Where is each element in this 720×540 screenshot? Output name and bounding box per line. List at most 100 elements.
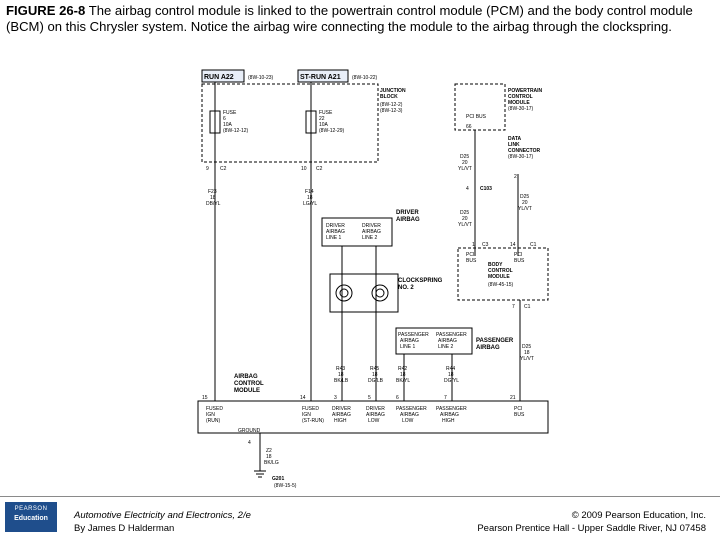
run-a22-label: RUN A22 xyxy=(204,74,234,81)
acm-driver-high-1: DRIVER xyxy=(332,406,351,412)
sw-ref-2: (8W-10-22) xyxy=(352,75,378,81)
g201-ref: (8W-15-5) xyxy=(274,483,297,489)
acm-pci-1: PCI xyxy=(514,406,522,412)
wire-d25-c-color: YL/VT xyxy=(518,206,532,212)
wire-f14-gauge: 18 xyxy=(307,195,313,201)
pcm-line1: POWERTRAIN xyxy=(508,88,543,94)
figure-caption: FIGURE 26-8 The airbag control module is… xyxy=(6,3,714,35)
r43-gauge: 18 xyxy=(338,372,344,378)
footer-divider xyxy=(0,496,720,497)
driver-line2-b: AIRBAG xyxy=(362,229,381,235)
passenger-airbag-line2: AIRBAG xyxy=(476,345,500,351)
wiring-diagram: RUN A22 (8W-10-23) ST-RUN A21 (8W-10-22)… xyxy=(197,69,549,489)
r45-id: R45 xyxy=(370,366,379,372)
c103-pin-right: 2 xyxy=(514,174,517,180)
logo-top-text: PEARSON xyxy=(14,506,48,512)
c1-lower-pin: 7 xyxy=(512,304,515,310)
driver-line2-a: DRIVER xyxy=(362,223,381,229)
wire-z2-color: BK/LG xyxy=(264,460,279,466)
dlc-line3: CONNECTOR xyxy=(508,148,541,154)
bcm-bus-1: BUS xyxy=(466,258,477,264)
acm-pin-15: 15 xyxy=(202,395,208,401)
driver-line1-b: AIRBAG xyxy=(326,229,345,235)
pass-line2-b: AIRBAG xyxy=(438,338,457,344)
c2-left-label: C2 xyxy=(220,166,227,172)
jb-ref-2: (8W-12-3) xyxy=(380,108,403,114)
copyright-block: © 2009 Pearson Education, Inc. Pearson P… xyxy=(477,509,706,535)
acm-pass-high-2: AIRBAG xyxy=(440,412,459,418)
acm-fused-strun-1: FUSED xyxy=(302,406,319,412)
pass-line2-a: PASSENGER xyxy=(436,332,467,338)
acm-line1: AIRBAG xyxy=(234,374,258,380)
acm-pin-6: 6 xyxy=(396,395,399,401)
acm-pin-14: 14 xyxy=(300,395,306,401)
wire-d25-d-color: YL/VT xyxy=(520,356,534,362)
figure-label: FIGURE 26-8 xyxy=(6,3,86,18)
pcm-ref: (8W-30-17) xyxy=(508,106,534,112)
r44-gauge: 18 xyxy=(448,372,454,378)
wire-d25-b-gauge: 20 xyxy=(462,216,468,222)
acm-driver-low-1: DRIVER xyxy=(366,406,385,412)
st-run-a21-label: ST-RUN A21 xyxy=(300,74,341,81)
wire-f14-color: LG/YL xyxy=(303,201,317,207)
acm-fused-run-3: (RUN) xyxy=(206,418,220,424)
c1-lower-label: C1 xyxy=(524,304,531,310)
driver-airbag-line1: DRIVER xyxy=(396,210,419,216)
driver-line1-a: DRIVER xyxy=(326,223,345,229)
junction-block-line1: JUNCTION xyxy=(380,88,406,94)
fuse-right-ref: (8W-12-29) xyxy=(319,128,345,134)
c1-label: C1 xyxy=(530,242,537,248)
clockspring-line1: CLOCKSPRING xyxy=(398,278,443,284)
publisher-text: Pearson Prentice Hall - Upper Saddle Riv… xyxy=(477,523,706,534)
fuse-left-label: FUSE xyxy=(223,110,237,116)
acm-pass-high-1: PASSENGER xyxy=(436,406,467,412)
wire-d25-c-id: D25 xyxy=(520,194,529,200)
wire-d25-a-color: YL/VT xyxy=(458,166,472,172)
copyright-text: © 2009 Pearson Education, Inc. xyxy=(571,510,706,521)
c2-right-pin: 10 xyxy=(301,166,307,172)
r45-gauge: 18 xyxy=(372,372,378,378)
junction-block-line2: BLOCK xyxy=(380,94,398,100)
r44-color: DG/YL xyxy=(444,378,459,384)
r43-id: R43 xyxy=(336,366,345,372)
dlc-line1: DATA xyxy=(508,136,522,142)
acm-pass-high-3: HIGH xyxy=(442,418,455,424)
book-title: Automotive Electricity and Electronics, … xyxy=(74,510,251,521)
g201-label: G201 xyxy=(272,476,284,482)
jb-ref-1: (8W-12-2) xyxy=(380,102,403,108)
c1-pin: 14 xyxy=(510,242,516,248)
caption-text: The airbag control module is linked to t… xyxy=(6,3,693,34)
bcm-bus-2: BUS xyxy=(514,258,525,264)
acm-driver-low-2: AIRBAG xyxy=(366,412,385,418)
acm-fused-strun-2: IGN xyxy=(302,412,311,418)
sw-ref-1: (8W-10-23) xyxy=(248,75,274,81)
c2-right-label: C2 xyxy=(316,166,323,172)
book-author: By James D Halderman xyxy=(74,523,175,534)
fuse-left-number: 6 xyxy=(223,116,226,122)
wire-z2-gauge: 18 xyxy=(266,454,272,460)
r42-color: BK/YL xyxy=(396,378,410,384)
wire-f23-color: DB/YL xyxy=(206,201,221,207)
acm-driver-high-2: AIRBAG xyxy=(332,412,351,418)
fuse-right-label: FUSE xyxy=(319,110,333,116)
pass-line1-a: PASSENGER xyxy=(398,332,429,338)
acm-line2: CONTROL xyxy=(234,381,264,387)
acm-driver-high-3: HIGH xyxy=(334,418,347,424)
wire-f23-id: F23 xyxy=(208,189,217,195)
pearson-logo: PEARSON Education xyxy=(5,502,57,532)
bcm-line1: BODY xyxy=(488,262,503,268)
r42-gauge: 18 xyxy=(400,372,406,378)
pcm-line2: CONTROL xyxy=(508,94,533,100)
acm-pin-5: 5 xyxy=(368,395,371,401)
acm-pass-low-2: AIRBAG xyxy=(400,412,419,418)
fuse-right-number: 22 xyxy=(319,116,325,122)
c3-pin: 1 xyxy=(472,242,475,248)
ground-pin: 4 xyxy=(248,440,251,446)
r43-color: BK/LB xyxy=(334,378,349,384)
wire-d25-d-gauge: 18 xyxy=(524,350,530,356)
bcm-pci-2: PCI xyxy=(514,252,522,258)
bcm-line2: CONTROL xyxy=(488,268,513,274)
wire-d25-d-id: D25 xyxy=(522,344,531,350)
pass-line1-c: LINE 1 xyxy=(400,344,416,350)
wire-z2-id: Z2 xyxy=(266,448,272,454)
